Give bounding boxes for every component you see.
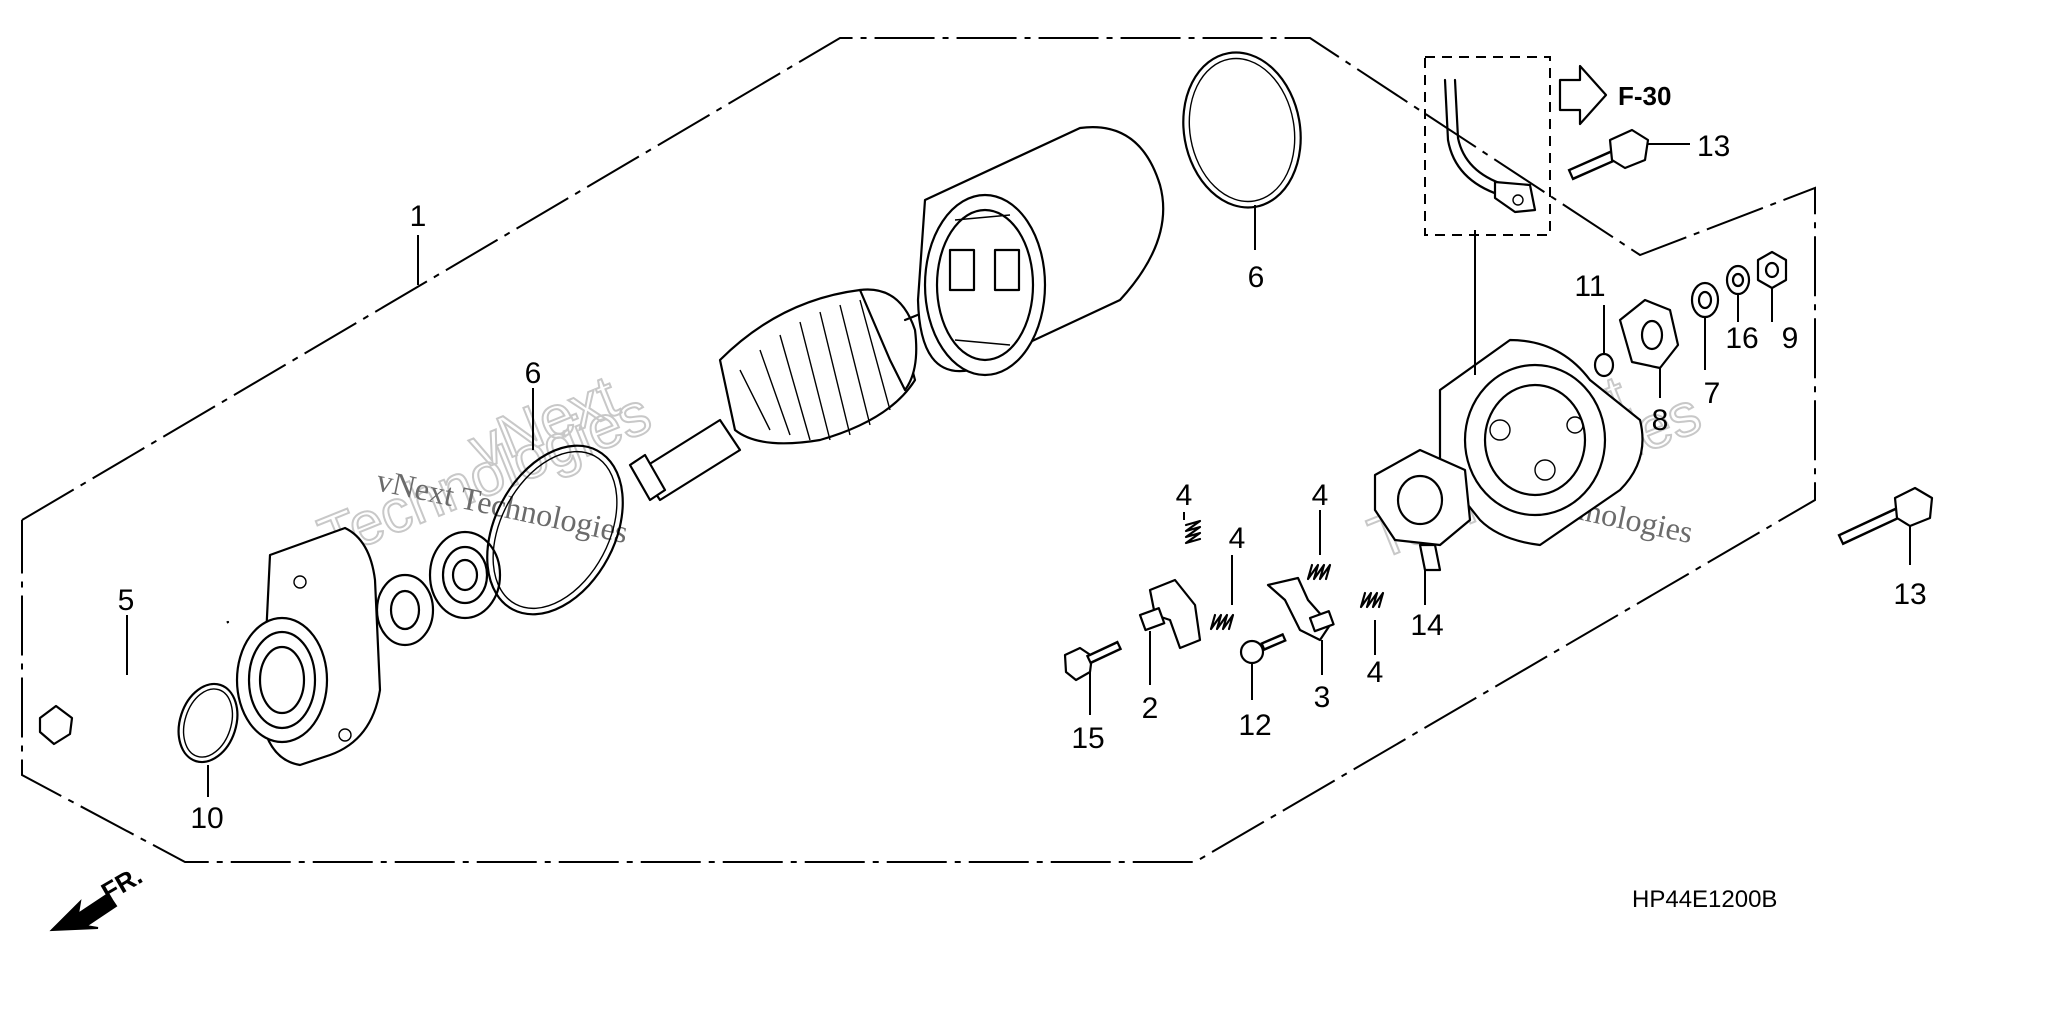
nut xyxy=(1756,250,1788,290)
rear-cover xyxy=(1438,338,1644,547)
brush-spring-2 xyxy=(1209,613,1235,631)
diagram-code: HP44E1200B xyxy=(1632,886,1777,913)
reference-arrow-icon xyxy=(1558,64,1608,126)
brush-left xyxy=(1138,578,1202,650)
callout-6-left: 6 xyxy=(525,357,542,390)
callout-2: 2 xyxy=(1142,692,1159,725)
reference-code: F-30 xyxy=(1618,81,1671,111)
yoke xyxy=(916,126,1165,377)
small-washer xyxy=(1593,352,1615,378)
assembly-boundary xyxy=(21,37,1816,863)
callout-13-right: 13 xyxy=(1893,578,1926,611)
terminal-wire xyxy=(1443,78,1537,214)
callout-15: 15 xyxy=(1071,722,1104,755)
long-bolt xyxy=(38,620,230,746)
callout-14: 14 xyxy=(1410,609,1443,642)
callout-4-d: 4 xyxy=(1367,656,1384,689)
callout-4-c: 4 xyxy=(1312,479,1329,512)
brush-spring-4 xyxy=(1359,591,1385,609)
flange-bolt-right xyxy=(1837,486,1934,546)
brush-holder xyxy=(1373,448,1472,572)
front-arrow-icon xyxy=(49,892,118,932)
flange-bolt-top xyxy=(1567,128,1650,181)
callout-16: 16 xyxy=(1725,322,1758,355)
brush-spring-3 xyxy=(1306,563,1332,581)
callout-3: 3 xyxy=(1314,681,1331,714)
bearing xyxy=(428,530,502,620)
callout-1: 1 xyxy=(410,200,427,233)
callout-8: 8 xyxy=(1652,404,1669,437)
screw-middle xyxy=(1239,632,1287,665)
wire-subgroup-box xyxy=(1424,56,1551,236)
washer xyxy=(1725,264,1751,296)
callout-7: 7 xyxy=(1704,377,1721,410)
callout-4-a: 4 xyxy=(1176,479,1193,512)
hex-nut-large xyxy=(1618,298,1680,370)
callout-10: 10 xyxy=(190,802,223,835)
brush-spring-1 xyxy=(1184,519,1202,545)
callout-13-top: 13 xyxy=(1697,130,1730,163)
callout-4-b: 4 xyxy=(1229,522,1246,555)
screw-left xyxy=(1063,640,1123,682)
front-direction-indicator: FR. xyxy=(49,860,147,932)
callout-6-right: 6 xyxy=(1248,261,1265,294)
o-ring-small xyxy=(177,682,239,764)
callout-12: 12 xyxy=(1238,709,1271,742)
armature xyxy=(628,288,927,502)
callout-5: 5 xyxy=(118,584,135,617)
leader-lines xyxy=(126,143,1911,797)
front-cover xyxy=(235,526,382,767)
bushing xyxy=(1690,281,1720,319)
oil-seal xyxy=(375,573,435,647)
o-ring-large-left xyxy=(486,444,624,616)
callout-11: 11 xyxy=(1574,270,1605,303)
callout-9: 9 xyxy=(1782,322,1799,355)
o-ring-large-right xyxy=(1182,51,1302,209)
brush-right xyxy=(1266,576,1335,642)
